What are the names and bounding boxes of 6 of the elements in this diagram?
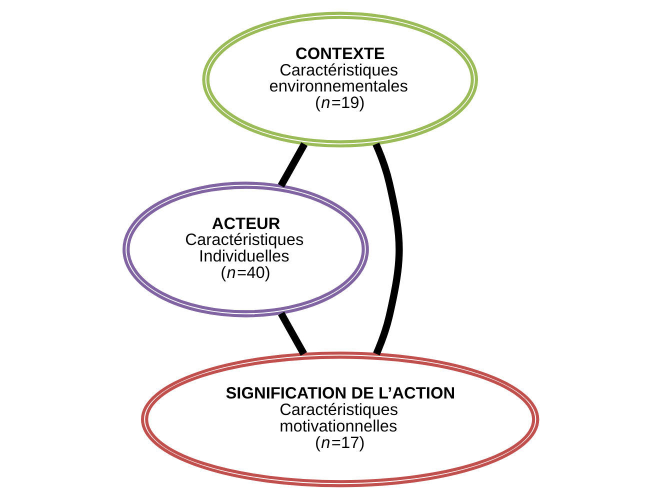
node-ellipse: CONTEXTE Caractéristiques environnementales (n=19) [202, 11, 478, 147]
connector [277, 142, 308, 188]
node-ellipse: ACTEUR Caractéristiques Individuelles (n=40) [122, 181, 368, 317]
connector [372, 142, 402, 355]
node-ellipse: SIGNIFICATION DE L’ACTION Caractéristiques motivationnelles (n=17) [140, 351, 539, 487]
connector [278, 311, 306, 356]
